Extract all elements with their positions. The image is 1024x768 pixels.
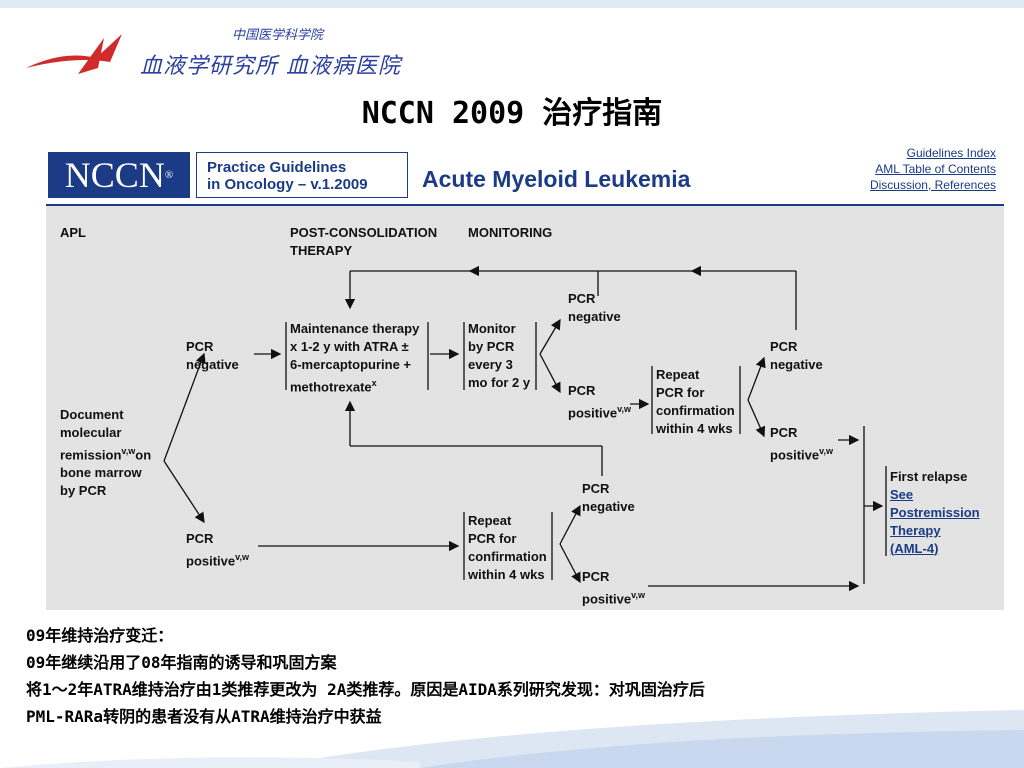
repeat-pcr-node-2: Repeat PCR for confirmation within 4 wks: [468, 513, 547, 582]
col-monitoring: MONITORING: [468, 225, 553, 240]
maintenance-therapy-node: Maintenance therapy x 1-2 y with ATRA ± …: [290, 321, 420, 395]
monitor-pcr-node: Monitor by PCR every 3 mo for 2 y: [468, 321, 531, 390]
col-post-line-1: POST-CONSOLIDATION: [290, 225, 438, 240]
institution-name: 血液学研究所 血液病医院: [140, 54, 401, 79]
doc-line-2: molecular: [60, 425, 122, 440]
institute-logo: [26, 34, 122, 74]
doc-line-4: bone marrow: [60, 465, 142, 481]
practice-guidelines-box: Practice Guidelines in Oncology – v.1.20…: [196, 152, 408, 198]
doc-line-1: Document: [60, 407, 124, 422]
postremission-link[interactable]: Postremission: [890, 505, 980, 520]
aml-4-link[interactable]: AML-4: [894, 541, 935, 556]
document-remission-node: Document molecular remissionv,won bone m…: [60, 406, 151, 500]
first-relapse-title: First relapse: [890, 469, 968, 484]
therapy-link[interactable]: Therapy: [890, 523, 941, 538]
see-link[interactable]: See: [890, 487, 914, 502]
guidelines-index-link[interactable]: Guidelines Index: [906, 146, 996, 160]
figure-header: NCCN® Practice Guidelines in Oncology – …: [46, 144, 1004, 206]
repeat-pcr-node-1: Repeat PCR for confirmation within 4 wks: [656, 367, 735, 436]
slide-title: NCCN 2009 治疗指南: [361, 96, 663, 131]
aml-toc-link[interactable]: AML Table of Contents: [875, 162, 996, 176]
institution-top-text: 中国医学科学院: [232, 28, 324, 43]
note-line-1: 09年维持治疗变迁：: [26, 626, 174, 645]
nccn-flowchart: NCCN® Practice Guidelines in Oncology – …: [46, 144, 1004, 610]
note-line-3: 将1～2年ATRA维持治疗由1类推荐更改为 2A类推荐。原因是AIDA系列研究发…: [26, 680, 705, 699]
first-relapse-node: First relapse See Postremission Therapy …: [890, 468, 980, 558]
col-post-line-2: THERAPY: [290, 243, 353, 258]
note-line-2: 09年继续沿用了08年指南的诱导和巩固方案: [26, 653, 337, 672]
discussion-references-link[interactable]: Discussion, References: [869, 178, 996, 192]
aml4-line: (AML-4): [890, 541, 939, 556]
nccn-logo: NCCN®: [48, 152, 190, 198]
doc-line-3: remissionv,won: [60, 446, 152, 463]
note-line-4: PML-RARa转阴的患者没有从ATRA维持治疗中获益: [26, 707, 382, 726]
doc-line-5: by PCR: [60, 483, 107, 499]
col-apl: APL: [60, 225, 86, 240]
top-band: [0, 0, 1024, 8]
practice-line-1: Practice Guidelines: [207, 159, 347, 176]
col-post-consolidation: POST-CONSOLIDATION THERAPY: [290, 224, 437, 260]
flow-arrows: [163, 265, 887, 592]
decorative-wave: [0, 710, 1024, 768]
practice-line-2: in Oncology – v.1.2009: [207, 176, 368, 193]
disease-title: Acute Myeloid Leukemia: [422, 166, 691, 192]
